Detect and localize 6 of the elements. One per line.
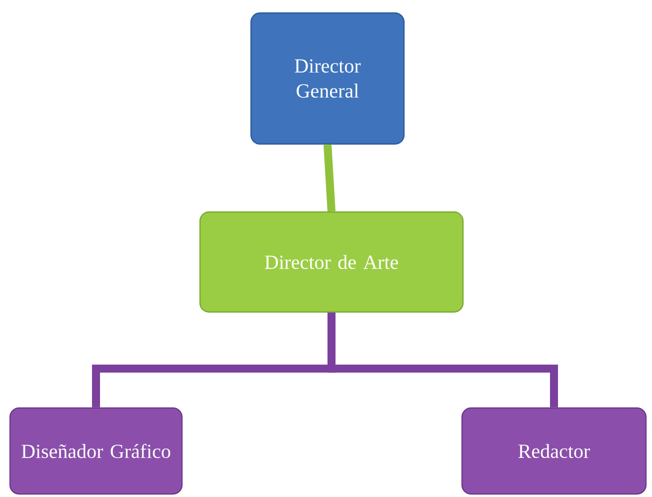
org-box: Redactor [461,407,647,495]
org-box: Director General [250,12,405,145]
connector-line [328,312,558,408]
connector-line [324,144,336,212]
org-box: Director de Arte [199,211,464,313]
org-box: Diseñador Gráfico [9,407,183,495]
